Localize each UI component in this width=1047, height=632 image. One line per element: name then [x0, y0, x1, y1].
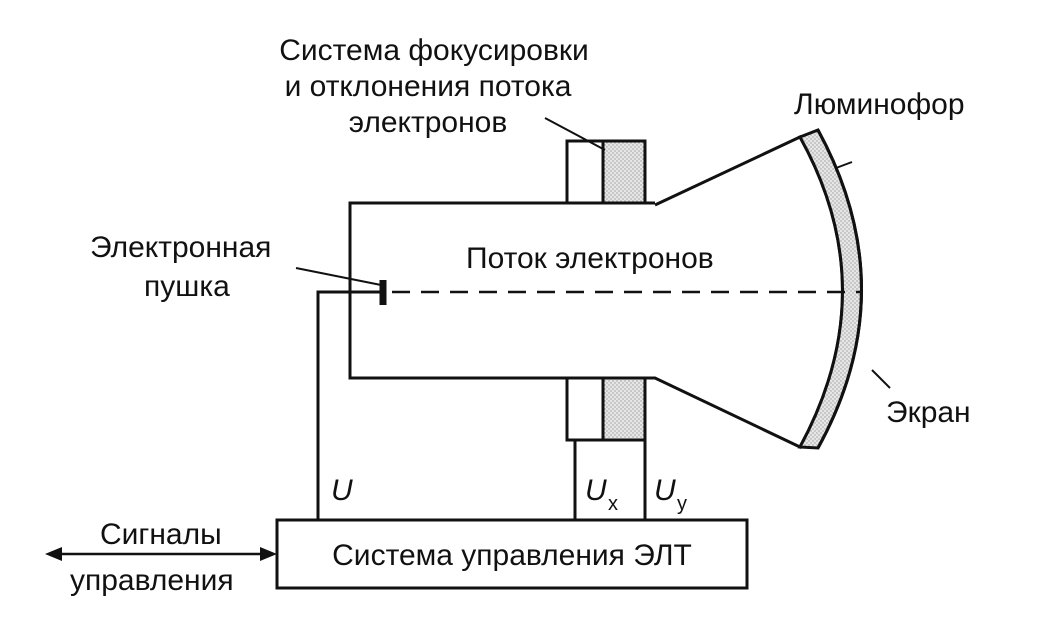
gun-label-line1: Электронная: [90, 231, 271, 264]
ux-voltage-label: U: [585, 474, 607, 507]
beam-label: Поток электронов: [466, 242, 714, 275]
gun-leader-line: [295, 267, 382, 286]
screen-surface: [816, 129, 863, 449]
upper-coil-left: [565, 139, 605, 205]
screen-label: Экран: [886, 396, 971, 429]
phosphor-label: Люминофор: [794, 88, 965, 121]
signals-label-line2: управления: [70, 564, 234, 597]
focus-leader-line: [544, 117, 606, 151]
signals-arrow-head-left: [45, 547, 62, 561]
focus-label-line3: электронов: [349, 106, 508, 139]
signals-label-line1: Сигналы: [100, 518, 222, 551]
lower-coil-left: [565, 376, 605, 442]
ux-voltage-subscript: x: [608, 493, 618, 515]
gun-supply-wire: [316, 290, 383, 520]
focus-label-line1: Система фокусировки: [279, 34, 589, 67]
u-voltage-label: U: [331, 474, 353, 507]
upper-coil-right: [601, 139, 647, 205]
phosphor-layer: [797, 128, 863, 450]
uy-voltage-subscript: y: [677, 493, 687, 515]
signals-arrow-head-right: [260, 547, 277, 561]
focus-label-line2: и отклонения потока: [285, 70, 572, 103]
lower-coil-right: [601, 376, 647, 442]
phosphor-leader-line: [835, 161, 853, 169]
screen-leader-line: [871, 369, 891, 389]
uy-voltage-label: U: [654, 474, 676, 507]
control-box-label: Система управления ЭЛТ: [332, 539, 692, 572]
gun-label-line2: пушка: [144, 270, 230, 303]
